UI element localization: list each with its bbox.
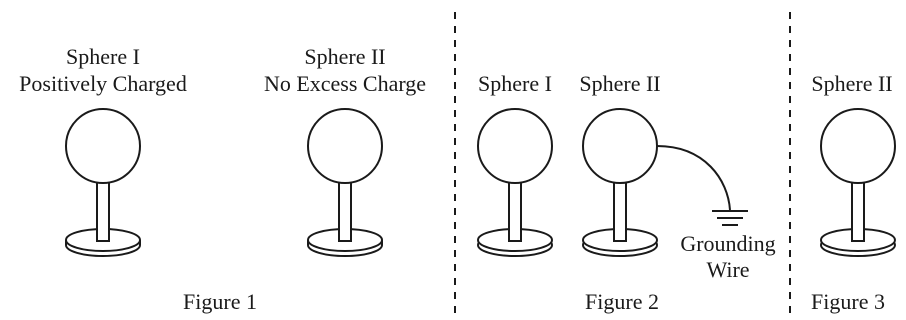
figure2-sphere-i [477, 108, 553, 257]
sphere-stand [338, 177, 352, 242]
sphere-ball [820, 108, 896, 184]
figure2-caption: Figure 2 [585, 289, 659, 314]
sphere-ball [582, 108, 658, 184]
figure2-sphere-ii [582, 108, 658, 257]
sphere-ball [65, 108, 141, 184]
ground-symbol-icon [712, 210, 748, 226]
figure3-sphere-ii [820, 108, 896, 257]
figure3-sphere-ii-name: Sphere II [811, 71, 892, 96]
figure1-group: Sphere I Positively Charged Sphere II No… [19, 44, 426, 314]
sphere-stand [851, 177, 865, 242]
figure2-sphere-ii-name: Sphere II [579, 71, 660, 96]
sphere-ball [477, 108, 553, 184]
figure2-group: Sphere I Sphere II Grounding Wire Figure… [477, 71, 776, 314]
sphere-stand [613, 177, 627, 242]
sphere-ball [307, 108, 383, 184]
figure3-caption: Figure 3 [811, 289, 885, 314]
sphere-stand [508, 177, 522, 242]
grounding-wire-label-line1: Grounding [680, 231, 775, 256]
figure1-sphere-i-state: Positively Charged [19, 71, 187, 96]
figure1-sphere-ii [307, 108, 383, 257]
figure1-sphere-i [65, 108, 141, 257]
figure1-sphere-ii-state: No Excess Charge [264, 71, 426, 96]
grounding-wire-label-line2: Wire [706, 257, 749, 282]
figure1-caption: Figure 1 [183, 289, 257, 314]
sphere-stand [96, 177, 110, 242]
figure1-sphere-ii-name: Sphere II [304, 44, 385, 69]
figure3-group: Sphere II Figure 3 [811, 71, 896, 314]
figure2-sphere-i-name: Sphere I [478, 71, 552, 96]
grounding-wire [656, 145, 731, 211]
figure1-sphere-i-name: Sphere I [66, 44, 140, 69]
